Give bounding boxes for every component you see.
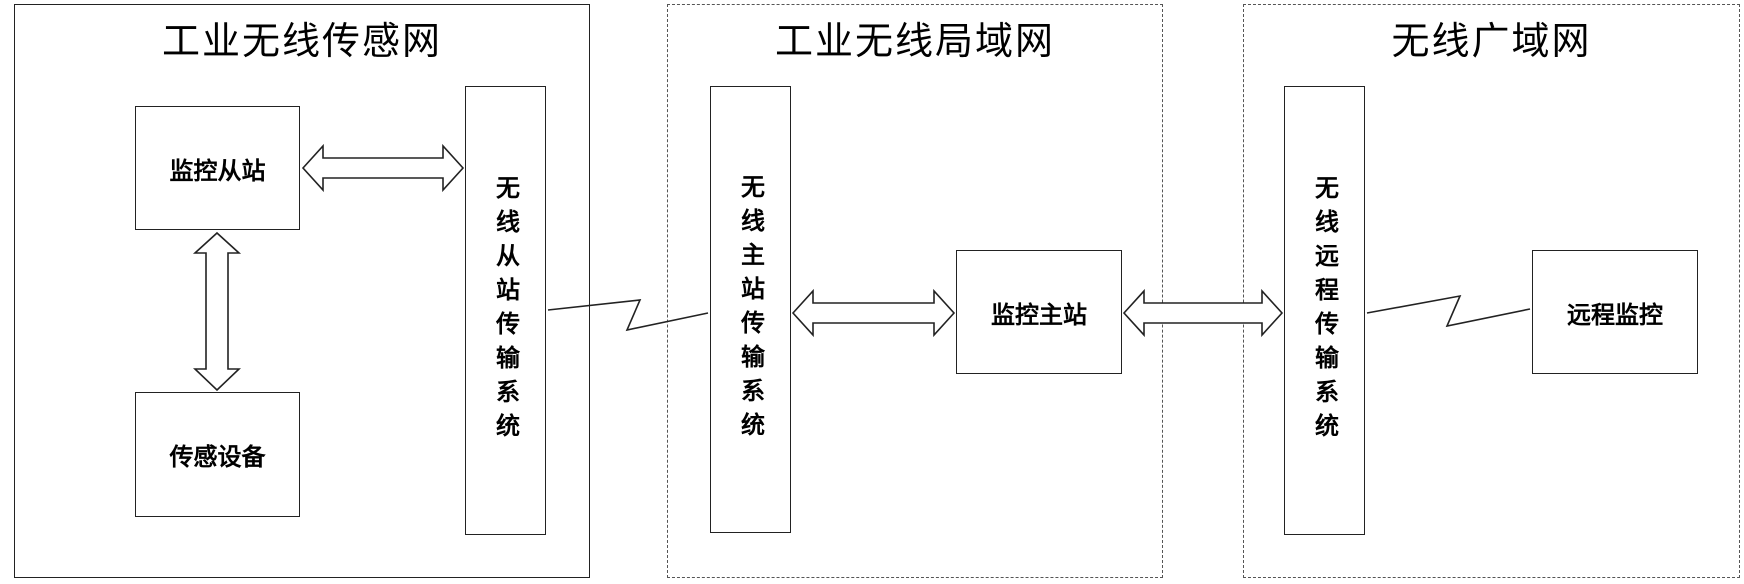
region-lan: 工业无线局域网 <box>667 4 1163 578</box>
node-monitor-master-label: 监控主站 <box>991 300 1087 329</box>
region-title-sensor-net: 工业无线传感网 <box>161 19 442 63</box>
node-monitor-slave: 监控从站 <box>135 106 300 230</box>
node-wireless-remote-tx-label: 无线远程传输系统 <box>1310 174 1339 447</box>
node-wireless-slave-tx-label: 无线从站传输系统 <box>491 174 520 447</box>
node-sensor-device: 传感设备 <box>135 392 300 517</box>
region-title-wan: 无线广域网 <box>1391 19 1592 63</box>
region-title-lan: 工业无线局域网 <box>774 19 1055 63</box>
node-sensor-device-label: 传感设备 <box>169 443 266 471</box>
node-remote-monitor-label: 远程监控 <box>1567 300 1663 329</box>
node-wireless-slave-tx: 无线从站传输系统 <box>465 86 546 535</box>
node-wireless-remote-tx: 无线远程传输系统 <box>1284 86 1365 535</box>
node-remote-monitor: 远程监控 <box>1532 250 1698 374</box>
node-wireless-master-tx-label: 无线主站传输系统 <box>736 173 765 446</box>
node-monitor-master: 监控主站 <box>956 250 1122 374</box>
region-sensor-net: 工业无线传感网 <box>14 4 590 578</box>
node-wireless-master-tx: 无线主站传输系统 <box>710 86 791 533</box>
node-monitor-slave-label: 监控从站 <box>169 156 266 185</box>
